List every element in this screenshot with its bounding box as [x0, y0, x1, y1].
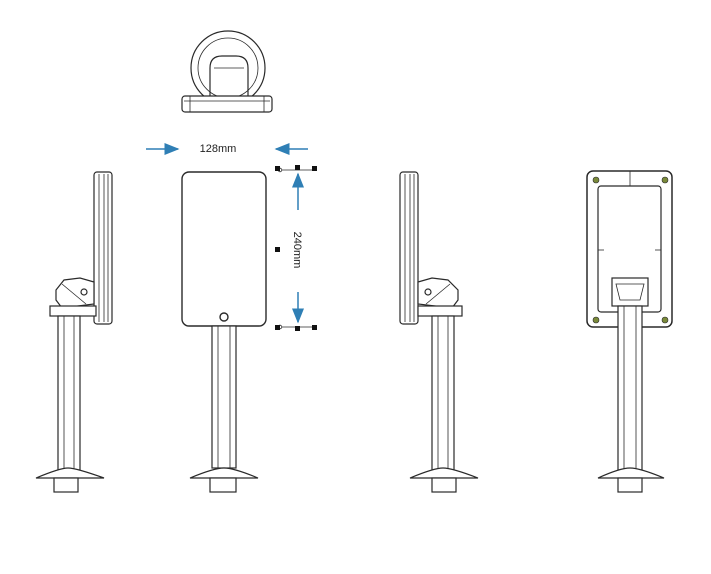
- front-camera-hole: [219, 312, 229, 322]
- right-panel: [399, 171, 419, 325]
- back-foot: [617, 477, 643, 493]
- left-pole: [57, 315, 81, 471]
- right-collar: [417, 305, 463, 317]
- width-label: 128mm: [200, 143, 237, 155]
- front-base: [189, 467, 259, 479]
- left-side-view: [35, 171, 113, 493]
- back-screw-bottom-left: [592, 316, 600, 324]
- left-collar: [49, 305, 97, 317]
- top-view: [181, 30, 273, 113]
- left-hinge: [55, 277, 95, 309]
- height-dimension: 240mm: [275, 165, 317, 331]
- front-pole: [211, 325, 237, 469]
- back-view: [586, 170, 673, 493]
- selection-handles: [275, 165, 317, 331]
- top-view-base-plate: [181, 95, 273, 113]
- top-view-neck: [209, 55, 249, 98]
- left-base: [35, 467, 105, 479]
- back-base: [597, 467, 665, 479]
- left-foot: [53, 477, 79, 493]
- right-foot: [431, 477, 457, 493]
- left-panel: [93, 171, 113, 325]
- back-screw-top-left: [592, 176, 600, 184]
- back-screw-top-right: [661, 176, 669, 184]
- front-foot: [209, 477, 237, 493]
- back-screw-bottom-right: [661, 316, 669, 324]
- front-view: [181, 171, 267, 493]
- right-base: [409, 467, 479, 479]
- right-side-view: [399, 171, 479, 493]
- width-dimension: 128mm: [146, 143, 308, 155]
- front-panel: [181, 171, 267, 327]
- height-label: 240mm: [291, 232, 303, 269]
- right-pole: [431, 315, 455, 471]
- back-pole: [617, 305, 643, 471]
- right-hinge: [417, 277, 459, 309]
